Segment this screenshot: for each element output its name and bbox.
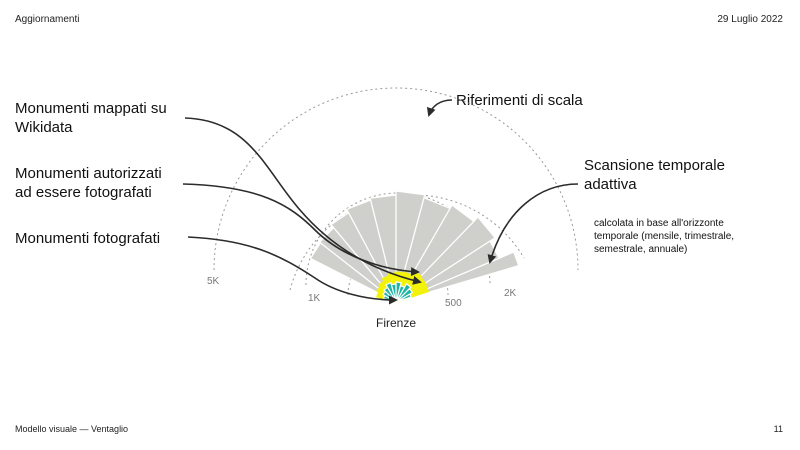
label-scale-refs: Riferimenti di scala — [456, 92, 583, 109]
label-temporal-line2: adattiva — [584, 176, 637, 193]
arrow-mapped — [184, 117, 422, 285]
label-mapped: Monumenti mappati su Wikidata — [15, 99, 167, 137]
pointer-arrows — [182, 99, 579, 305]
arrow-photographed — [187, 236, 398, 305]
scale-label-5k: 5K — [207, 276, 220, 287]
scale-label-500: 500 — [445, 298, 462, 309]
photographed-sectors — [382, 281, 414, 303]
header-date: 29 Luglio 2022 — [717, 14, 783, 25]
header-section: Aggiornamenti — [15, 14, 80, 25]
arrow-authorized — [182, 183, 420, 277]
scale-label-1k: 1K — [308, 293, 321, 304]
city-label: Firenze — [376, 316, 416, 330]
label-mapped-line2: Wikidata — [15, 119, 73, 136]
temporal-note: calcolata in base all'orizzonte temporal… — [594, 217, 784, 256]
footer-title: Modello visuale — Ventaglio — [15, 424, 129, 434]
label-photographed: Monumenti fotografati — [15, 229, 160, 248]
scale-labels: 5K 1K 500 2K — [207, 276, 517, 309]
arrow-scale-refs — [426, 99, 453, 117]
scale-label-2k: 2K — [504, 288, 517, 299]
label-authorized: Monumenti autorizzati ad essere fotograf… — [15, 164, 162, 202]
label-mapped-line1: Monumenti mappati su — [15, 100, 167, 117]
label-temporal: Scansione temporale adattiva — [584, 156, 725, 194]
label-temporal-line1: Scansione temporale — [584, 157, 725, 174]
label-authorized-line1: Monumenti autorizzati — [15, 165, 162, 182]
page-number: 11 — [773, 424, 783, 434]
temporal-note-line3: semestrale, annuale) — [594, 244, 688, 255]
label-photographed-line1: Monumenti fotografati — [15, 230, 161, 247]
temporal-note-line1: calcolata in base all'orizzonte — [594, 218, 724, 229]
label-authorized-line2: ad essere fotografati — [15, 184, 152, 201]
temporal-note-line2: temporale (mensile, trimestrale, — [594, 231, 735, 242]
scale-arc-5k — [213, 87, 579, 271]
arrow-temporal — [487, 183, 579, 264]
mapped-sector-11 — [309, 242, 397, 303]
